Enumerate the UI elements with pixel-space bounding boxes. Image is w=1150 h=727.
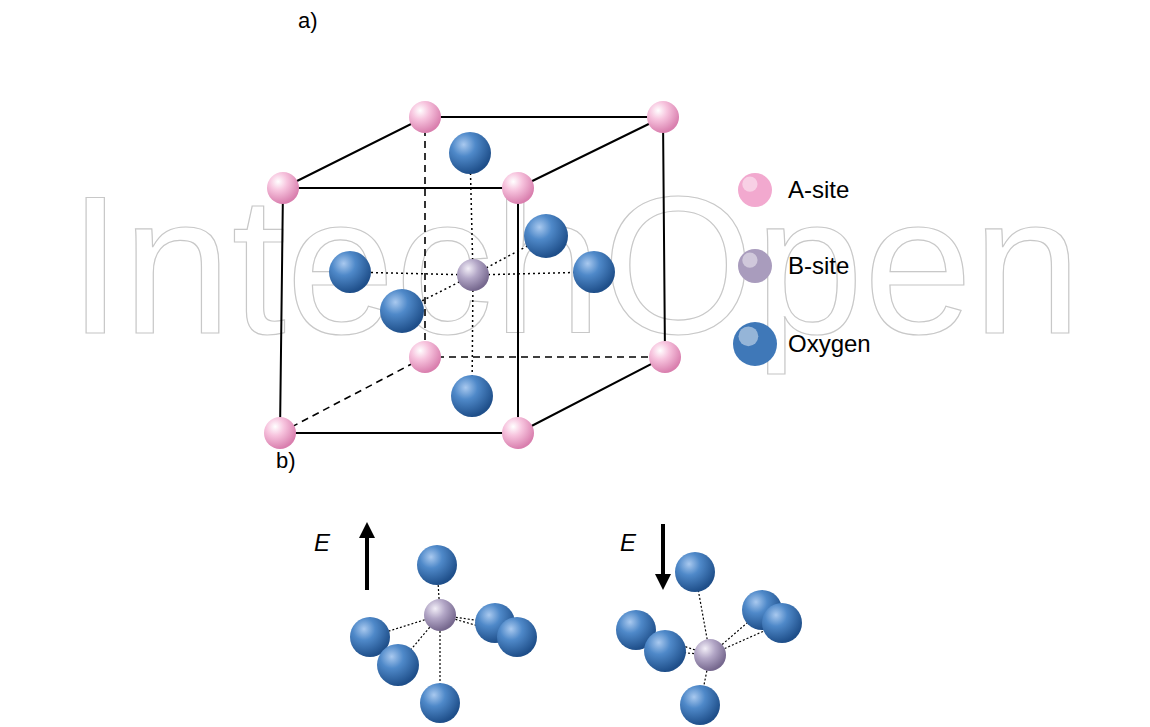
panel-letter: b)	[276, 448, 296, 474]
cube-edges	[280, 117, 665, 433]
swatch-highlight	[739, 326, 759, 346]
legend-swatch	[738, 249, 772, 283]
legend-swatch	[738, 173, 772, 207]
b-site-atom	[457, 259, 489, 291]
a-site-atoms	[264, 101, 681, 449]
legend-label: B-site	[788, 252, 849, 280]
oxygen-back	[449, 132, 568, 258]
field-symbol: E	[620, 529, 636, 557]
swatch-highlight	[742, 252, 757, 267]
octahedron-down	[616, 552, 802, 725]
field-symbol: E	[314, 529, 330, 557]
bond-lines	[350, 153, 594, 396]
legend-sample	[738, 173, 772, 207]
legend-label: A-site	[788, 176, 849, 204]
legend-sample	[738, 249, 772, 283]
oxygen-front	[329, 251, 615, 417]
panel-letter: a)	[298, 8, 318, 34]
legend-label: Oxygen	[788, 330, 871, 358]
octahedron-up	[350, 545, 537, 723]
legend-sample	[733, 322, 777, 366]
field-arrows	[367, 524, 663, 590]
legend-swatch	[733, 322, 777, 366]
swatch-highlight	[742, 176, 757, 191]
